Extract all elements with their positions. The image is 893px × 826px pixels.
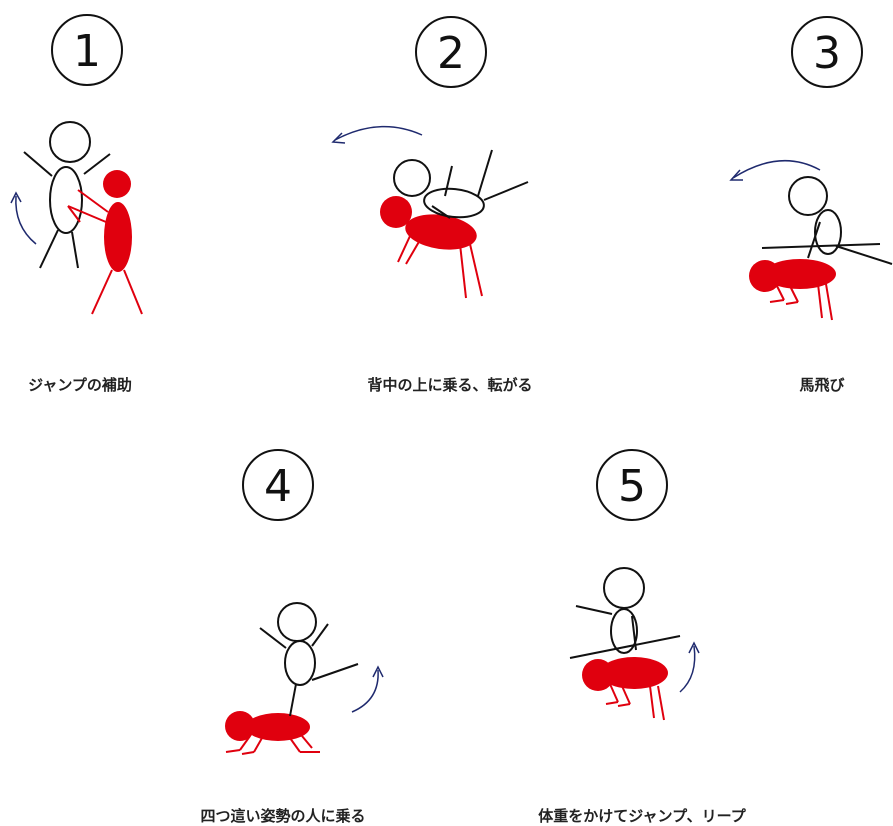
base-body — [246, 713, 310, 741]
jumper-head — [788, 176, 828, 216]
jump-arrow — [15, 195, 37, 245]
svg-text:4: 4 — [264, 461, 292, 512]
step-4-illustration — [225, 602, 384, 755]
base-head — [749, 260, 781, 292]
base-body — [600, 657, 668, 689]
step-3-caption: 馬飛び — [799, 376, 845, 394]
helper-head — [103, 170, 131, 198]
svg-text:3: 3 — [813, 28, 841, 79]
svg-text:5: 5 — [618, 461, 646, 512]
step-2-illustration — [331, 125, 529, 299]
rider-body — [284, 640, 316, 686]
rider-head — [277, 602, 317, 642]
base-head — [225, 711, 255, 741]
step-5-number: 5 — [596, 449, 668, 521]
step-2-caption: 背中の上に乗る、転がる — [367, 376, 533, 394]
svg-text:1: 1 — [73, 26, 101, 77]
step-3-illustration — [729, 159, 893, 321]
base-body — [764, 259, 836, 289]
step-1-caption: ジャンプの補助 — [28, 376, 132, 394]
jumper-head — [49, 121, 91, 163]
jumper-body — [814, 209, 842, 255]
step-5-illustration — [569, 567, 700, 721]
svg-text:2: 2 — [437, 28, 465, 79]
rider-head — [393, 159, 431, 197]
base-body — [405, 214, 477, 250]
step-4-number: 4 — [242, 449, 314, 521]
helper-body — [104, 202, 132, 272]
jumper-body — [49, 166, 83, 234]
step-3-number: 3 — [791, 16, 863, 88]
jumper-body — [610, 608, 638, 654]
jump-arrow — [351, 669, 379, 713]
jump-arrow — [679, 645, 696, 693]
jumper-head — [603, 567, 645, 609]
base-head — [380, 196, 412, 228]
step-4-caption: 四つ這い姿勢の人に乗る — [200, 807, 366, 825]
step-1-number: 1 — [51, 14, 123, 86]
leap-arrow — [732, 159, 821, 179]
base-head — [582, 659, 614, 691]
roll-arrow — [334, 125, 423, 141]
step-5-caption: 体重をかけてジャンプ、リープ — [538, 807, 746, 825]
step-2-number: 2 — [415, 16, 487, 88]
step-1-illustration — [10, 121, 143, 315]
